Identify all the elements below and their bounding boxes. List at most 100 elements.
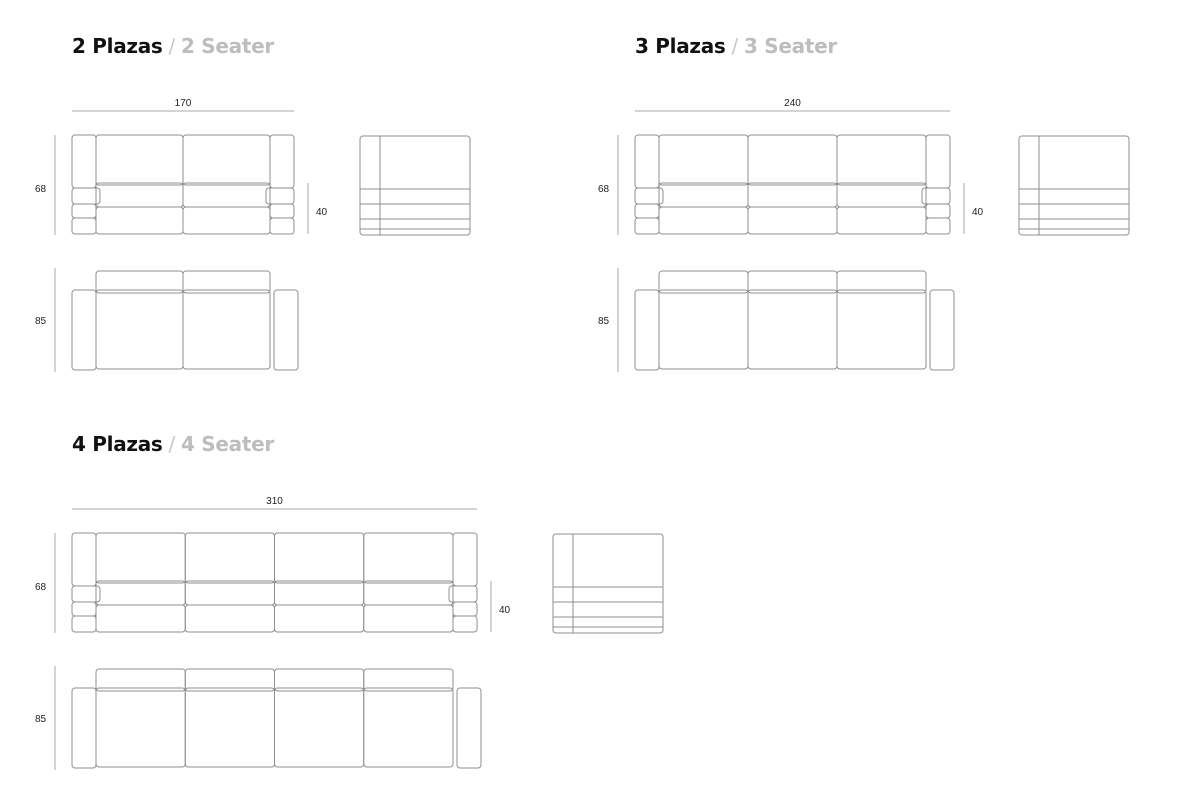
side-outline — [552, 533, 664, 634]
seat-cushion — [95, 580, 186, 606]
title-english: 4 Seater — [180, 432, 274, 456]
left-arm-upper — [634, 134, 660, 189]
side-outline — [1018, 135, 1130, 236]
depth-dimension-label: 85 — [35, 714, 47, 725]
right-arm-mid — [269, 203, 295, 219]
top-back-cushion — [363, 668, 454, 692]
depth-dimension-label: 85 — [35, 316, 47, 327]
right-arm-base — [269, 217, 295, 235]
left-arm-mid — [634, 203, 660, 219]
side-outline — [359, 135, 471, 236]
left-arm-base — [634, 217, 660, 235]
width-dimension-label: 310 — [266, 496, 283, 507]
title-spanish: 2 Plazas — [72, 34, 163, 58]
top-left-arm — [71, 687, 97, 769]
front-view — [634, 134, 951, 235]
front-view — [71, 532, 478, 633]
seat-base — [184, 604, 275, 633]
top-left-arm — [71, 289, 97, 371]
seat-base — [182, 206, 271, 235]
section-title: 3 Plazas/3 Seater — [635, 34, 837, 58]
top-back-cushion — [836, 270, 927, 294]
side-view — [359, 135, 471, 236]
back-cushion — [95, 134, 184, 186]
top-view — [71, 270, 299, 371]
back-cushion — [274, 532, 365, 584]
back-cushion — [658, 134, 749, 186]
top-view — [71, 668, 482, 769]
back-cushion — [836, 134, 927, 186]
seat-cushion — [184, 580, 275, 606]
seat-base — [274, 604, 365, 633]
seat-cushion — [658, 182, 749, 208]
sofa-drawings: 170 68 40 85 — [35, 98, 471, 372]
back-cushion — [182, 134, 271, 186]
seat-base — [363, 604, 454, 633]
side-view — [552, 533, 664, 634]
left-arm-base — [71, 217, 97, 235]
sofa-drawings: 310 68 40 85 — [35, 496, 664, 770]
right-arm-upper — [269, 134, 295, 189]
back-cushion — [184, 532, 275, 584]
left-arm-upper — [71, 134, 97, 189]
top-seat-cushion — [274, 687, 365, 768]
left-arm-upper — [71, 532, 97, 587]
right-arm-base — [925, 217, 951, 235]
left-arm-mid — [71, 203, 97, 219]
height-dimension-label: 68 — [35, 184, 47, 195]
top-seat-cushion — [95, 687, 186, 768]
top-seat-cushion — [184, 687, 275, 768]
seat-base — [95, 604, 186, 633]
top-seat-cushion — [658, 289, 749, 370]
top-seat-cushion — [747, 289, 838, 370]
title-separator: / — [731, 34, 739, 58]
top-right-arm — [929, 289, 955, 371]
back-cushion — [95, 532, 186, 584]
seat-cushion — [182, 182, 271, 208]
section-title: 4 Plazas/4 Seater — [72, 432, 274, 456]
section-title: 2 Plazas/2 Seater — [72, 34, 274, 58]
seat-cushion — [836, 182, 927, 208]
top-seat-cushion — [836, 289, 927, 370]
top-back-cushion — [182, 270, 271, 294]
seat-cushion — [95, 182, 184, 208]
top-right-arm — [456, 687, 482, 769]
depth-dimension-label: 85 — [598, 316, 610, 327]
right-arm-mid — [925, 203, 951, 219]
right-arm-upper — [452, 532, 478, 587]
top-seat-cushion — [363, 687, 454, 768]
seat-cushion — [363, 580, 454, 606]
back-cushion — [747, 134, 838, 186]
top-seat-cushion — [182, 289, 271, 370]
seat-height-dimension-label: 40 — [972, 207, 984, 218]
side-view — [1018, 135, 1130, 236]
top-seat-cushion — [95, 289, 184, 370]
title-english: 3 Seater — [743, 34, 837, 58]
seat-base — [95, 206, 184, 235]
title-separator: / — [168, 432, 176, 456]
title-english: 2 Seater — [180, 34, 274, 58]
left-arm-base — [71, 615, 97, 633]
seat-cushion — [274, 580, 365, 606]
height-dimension-label: 68 — [35, 582, 47, 593]
title-separator: / — [168, 34, 176, 58]
height-dimension-label: 68 — [598, 184, 610, 195]
seat-height-dimension-label: 40 — [499, 605, 511, 616]
seat-base — [658, 206, 749, 235]
top-view — [634, 270, 955, 371]
top-left-arm — [634, 289, 660, 371]
back-cushion — [363, 532, 454, 584]
right-arm-upper — [925, 134, 951, 189]
right-arm-base — [452, 615, 478, 633]
right-arm-mid — [452, 601, 478, 617]
sofa-drawings: 240 68 40 85 — [598, 98, 1130, 372]
seat-height-dimension-label: 40 — [316, 207, 328, 218]
width-dimension-label: 240 — [784, 98, 801, 109]
left-arm-mid — [71, 601, 97, 617]
top-right-arm — [273, 289, 299, 371]
front-view — [71, 134, 295, 235]
width-dimension-label: 170 — [175, 98, 192, 109]
title-spanish: 3 Plazas — [635, 34, 726, 58]
seat-base — [747, 206, 838, 235]
seat-base — [836, 206, 927, 235]
